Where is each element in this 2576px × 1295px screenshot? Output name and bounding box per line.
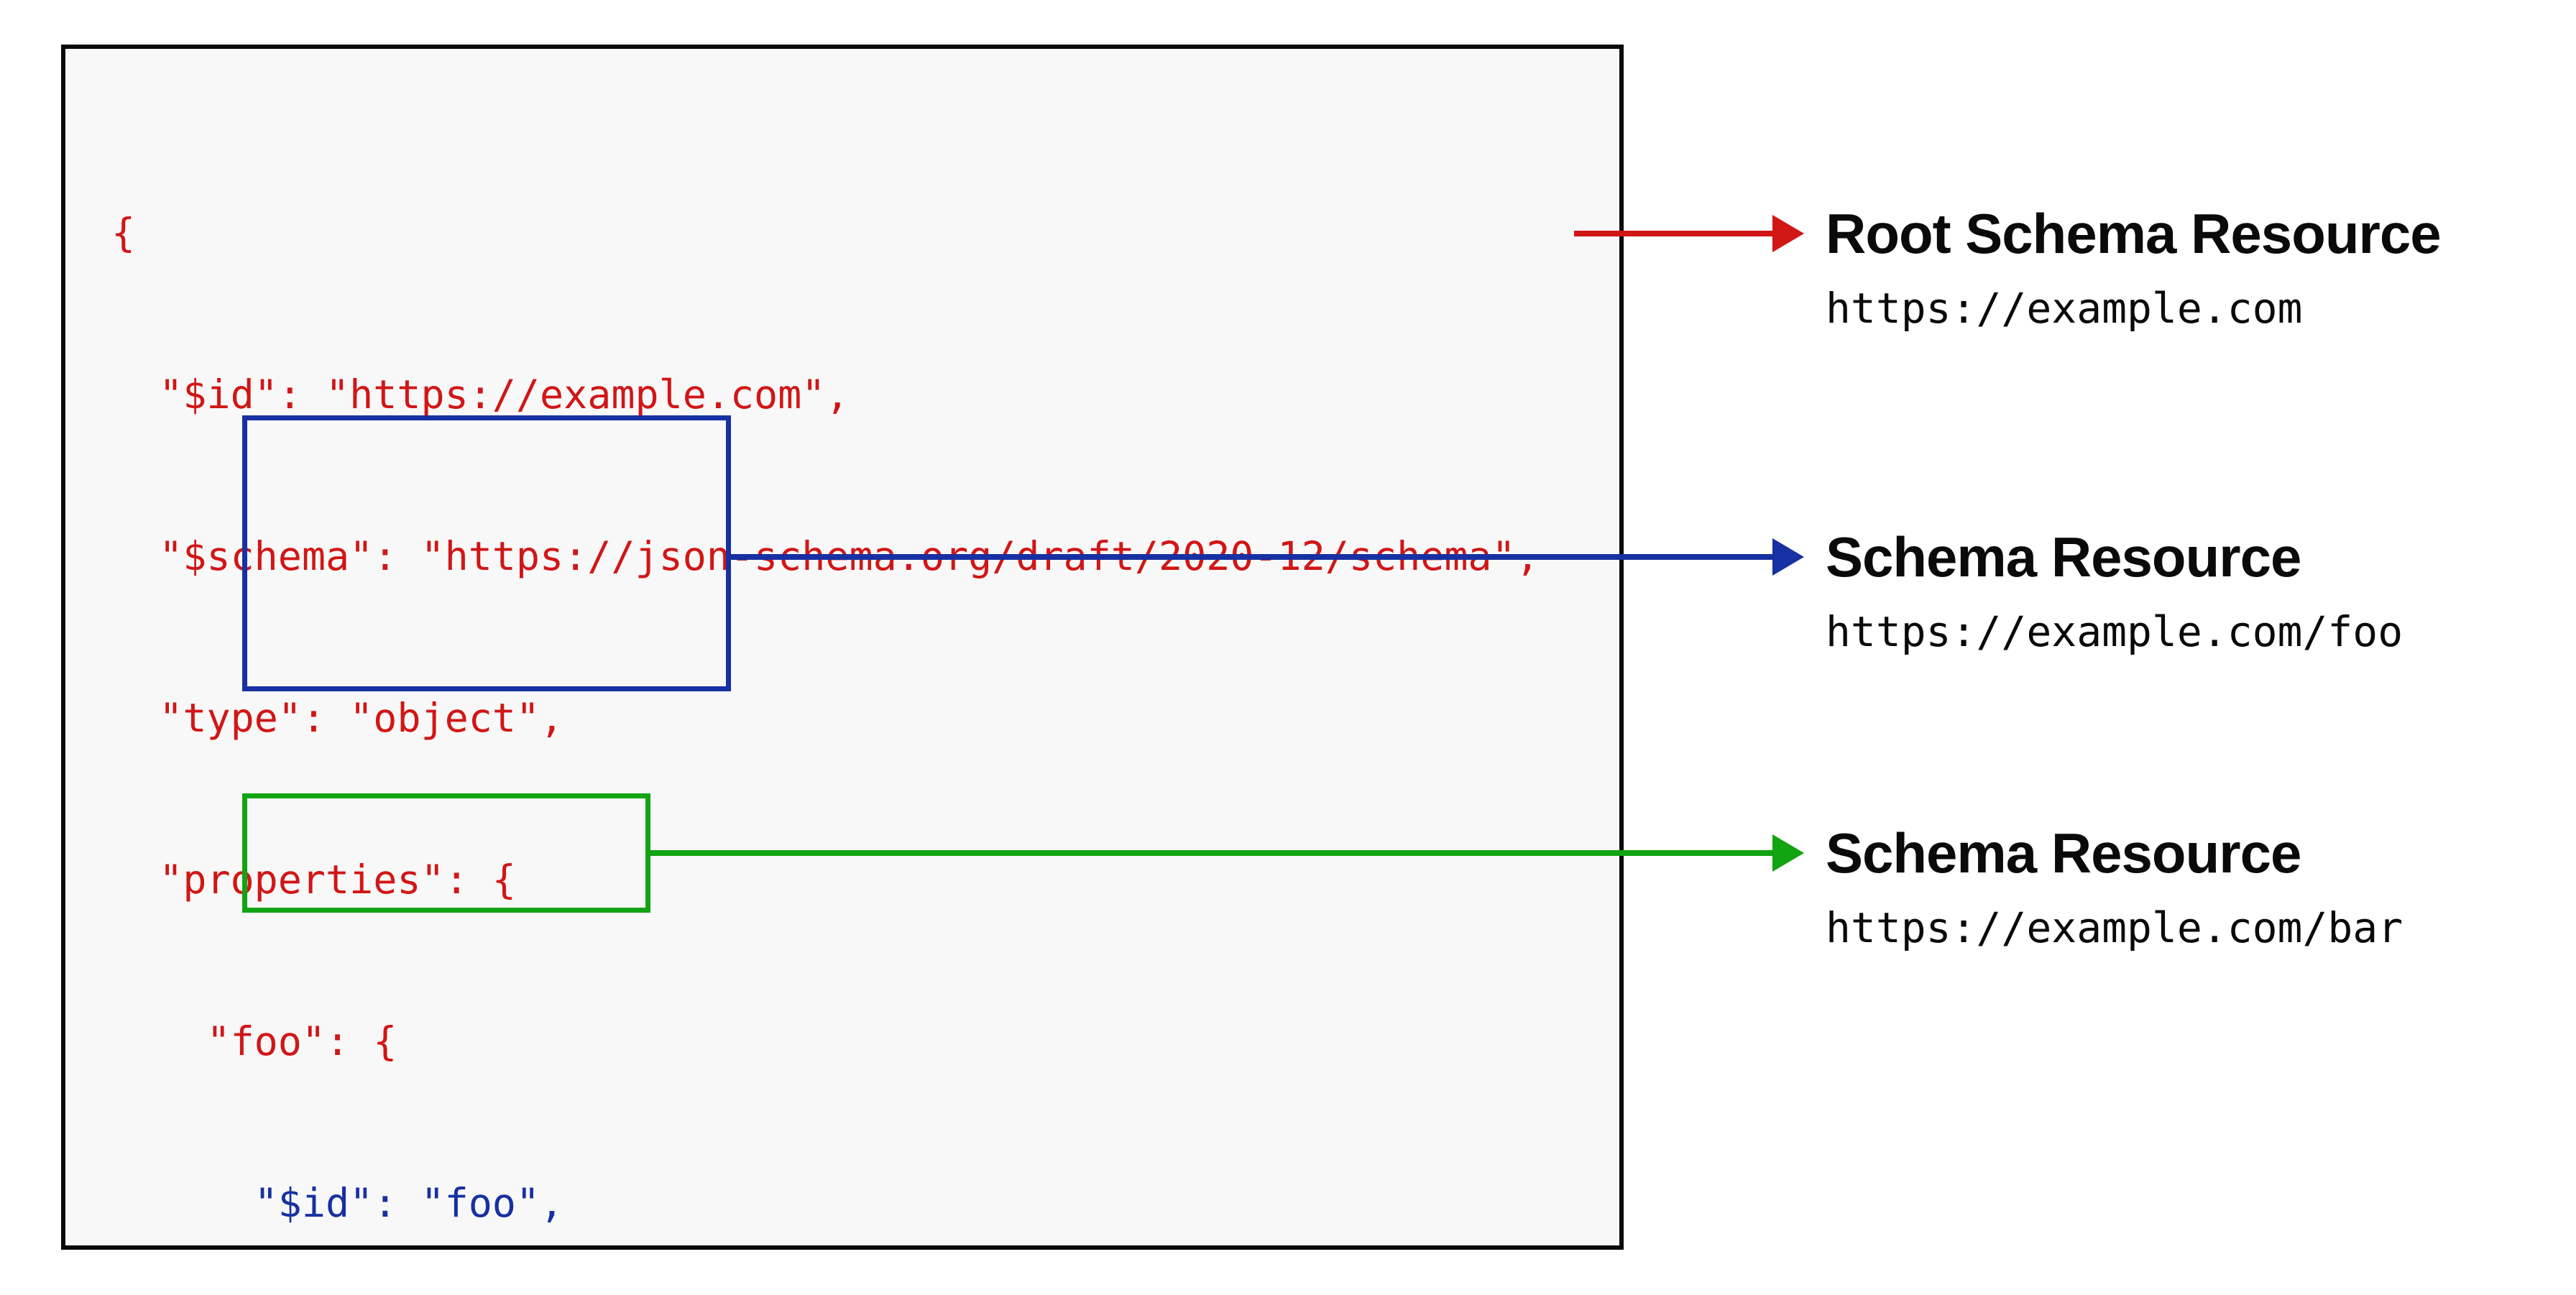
code-line: "properties": { xyxy=(111,857,516,903)
json-code-block: { "$id": "https://example.com", "$schema… xyxy=(111,98,1540,1295)
code-line: "$id": "foo", xyxy=(111,1180,564,1226)
label-uri: https://example.com xyxy=(1826,284,2303,333)
arrow-line xyxy=(1574,231,1772,236)
arrow-head-icon xyxy=(1772,215,1804,252)
label-uri: https://example.com/foo xyxy=(1826,607,2404,656)
bar-schema-resource-label: Schema Resource https://example.com/bar xyxy=(1826,821,2403,953)
label-title: Root Schema Resource xyxy=(1826,202,2442,265)
foo-schema-resource-outline xyxy=(242,415,731,691)
root-schema-resource-label: Root Schema Resource https://example.com xyxy=(1826,201,2442,333)
arrow-head-icon xyxy=(1772,538,1804,576)
code-line: "foo": { xyxy=(111,1018,397,1064)
json-schema-panel xyxy=(61,45,1624,1250)
arrow-line xyxy=(650,850,1772,856)
arrow-line xyxy=(731,554,1772,560)
code-line: { xyxy=(111,210,136,256)
label-title: Schema Resource xyxy=(1826,821,2301,885)
code-line: "type": "object", xyxy=(111,695,564,741)
foo-schema-resource-label: Schema Resource https://example.com/foo xyxy=(1826,525,2403,657)
label-uri: https://example.com/bar xyxy=(1826,903,2404,952)
label-title: Schema Resource xyxy=(1826,525,2301,589)
arrow-head-icon xyxy=(1772,834,1804,872)
bar-schema-resource-outline xyxy=(242,793,650,913)
code-line: "$id": "https://example.com", xyxy=(111,372,850,418)
